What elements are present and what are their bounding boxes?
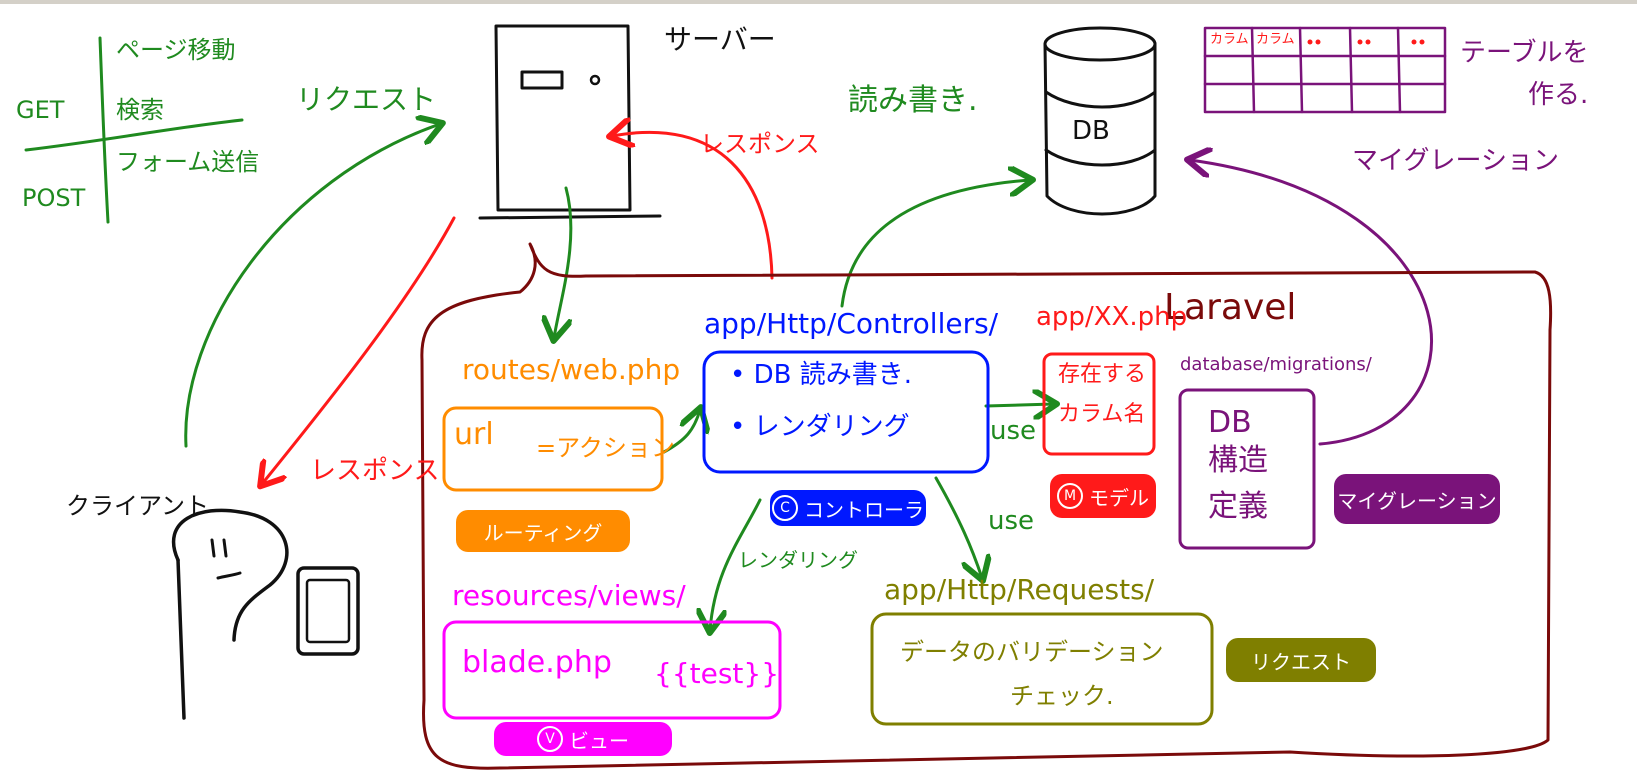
view-badge: V ビュー: [494, 722, 672, 756]
use-model-label: use: [990, 416, 1037, 446]
request-badge-text: リクエスト: [1251, 649, 1351, 674]
window-top-edge: [0, 0, 1637, 4]
get-item-search: 検索: [116, 96, 164, 124]
request-arrow: [184, 124, 440, 448]
views-box: [442, 620, 782, 720]
get-item-page-move: ページ移動: [116, 36, 236, 64]
controller-badge: C コントローラ: [770, 490, 926, 526]
make-table-label-1: テーブルを: [1460, 38, 1589, 68]
controller-to-db-arrow: [840, 180, 1030, 308]
table-grid: [1203, 26, 1447, 114]
model-badge: M モデル: [1050, 474, 1156, 518]
server-knob: [589, 74, 601, 86]
table-header-2: カラム: [1256, 32, 1295, 47]
method-table-vline: [98, 36, 110, 224]
server-label: サーバー: [664, 23, 776, 56]
migration-badge: マイグレーション: [1334, 474, 1500, 524]
controller-item-render: • レンダリング: [730, 412, 910, 442]
model-box: [1042, 352, 1156, 456]
response-left-arrow: [262, 216, 456, 484]
rendering-label: レンダリング: [738, 548, 858, 572]
response-top-label: レスポンス: [700, 130, 820, 158]
request-badge: リクエスト: [1226, 638, 1376, 682]
routing-badge: ルーティング: [456, 510, 630, 552]
migration-top-label: マイグレーション: [1352, 146, 1559, 176]
model-line-2: カラム名: [1058, 402, 1146, 427]
laravel-label: Laravel: [1164, 287, 1297, 328]
client-phone-inner: [305, 578, 351, 644]
table-header-1: カラム: [1210, 32, 1249, 47]
client-label: クライアント: [66, 492, 210, 520]
response-top-arrow: [612, 132, 774, 280]
server-slot: [520, 70, 564, 90]
requests-box: [870, 612, 1214, 726]
db-top: [1043, 26, 1157, 62]
test-tag-label: {{test}}: [654, 657, 780, 690]
controller-item-db: • DB 読み書き.: [730, 360, 912, 390]
view-badge-text: ビュー: [569, 728, 629, 753]
requests-path-label: app/Http/Requests/: [884, 573, 1155, 606]
post-item-form-send: フォーム送信: [116, 148, 260, 176]
db-struct-line-3: 定義: [1208, 489, 1268, 524]
routes-to-controller-arrow: [662, 410, 700, 454]
get-label: GET: [16, 96, 65, 124]
db-body: [1043, 42, 1157, 216]
readwrite-label: 読み書き.: [848, 83, 978, 118]
post-label: POST: [22, 184, 86, 212]
db-label: DB: [1072, 116, 1110, 146]
request-label: リクエスト: [296, 83, 437, 116]
migrations-path-label: database/migrations/: [1180, 354, 1372, 375]
action-label: =アクション: [536, 434, 675, 462]
response-left-label: レスポンス: [310, 456, 440, 486]
method-table-hline: [24, 118, 244, 152]
table-red-dots: [1307, 39, 1425, 45]
routes-path-label: routes/web.php: [462, 353, 681, 386]
migration-badge-text: マイグレーション: [1337, 488, 1497, 513]
client-phone-outer: [296, 566, 360, 656]
controller-letter-icon: C: [772, 495, 798, 521]
controller-box: [702, 350, 990, 474]
client-body: [176, 558, 186, 720]
client-mouth: [216, 571, 242, 580]
client-eyes: [210, 538, 228, 558]
db-struct-line-1: DB: [1208, 405, 1252, 440]
db-struct-line-2: 構造: [1208, 443, 1268, 478]
controller-to-views-arrow: [710, 498, 762, 630]
db-ring-1: [1044, 90, 1157, 109]
views-path-label: resources/views/: [452, 579, 686, 612]
make-table-label-2: 作る.: [1528, 80, 1589, 110]
model-letter-icon: M: [1057, 483, 1083, 509]
url-label: url: [454, 417, 494, 452]
view-letter-icon: V: [537, 726, 563, 752]
migration-to-db-arrow: [1190, 160, 1433, 446]
routes-box: [442, 406, 664, 492]
use-requests-label: use: [988, 506, 1035, 536]
controllers-path-label: app/Http/Controllers/: [704, 307, 999, 340]
requests-line-1: データのバリデーション: [900, 638, 1164, 666]
blade-label: blade.php: [462, 645, 612, 680]
client-head: [171, 508, 289, 642]
routing-badge-text: ルーティング: [483, 520, 603, 545]
requests-line-2: チェック.: [1010, 682, 1114, 710]
controller-to-requests-arrow: [934, 476, 982, 578]
laravel-container: [420, 242, 1553, 770]
model-line-1: 存在する: [1058, 362, 1147, 387]
controller-badge-text: コントローラ: [804, 497, 924, 522]
server-to-routes-arrow: [554, 186, 573, 338]
model-path-label: app/XX.php: [1036, 302, 1188, 332]
server-box: [494, 24, 632, 212]
migrations-box: [1178, 388, 1316, 550]
model-badge-text: モデル: [1089, 485, 1149, 510]
db-ring-2: [1044, 148, 1157, 167]
